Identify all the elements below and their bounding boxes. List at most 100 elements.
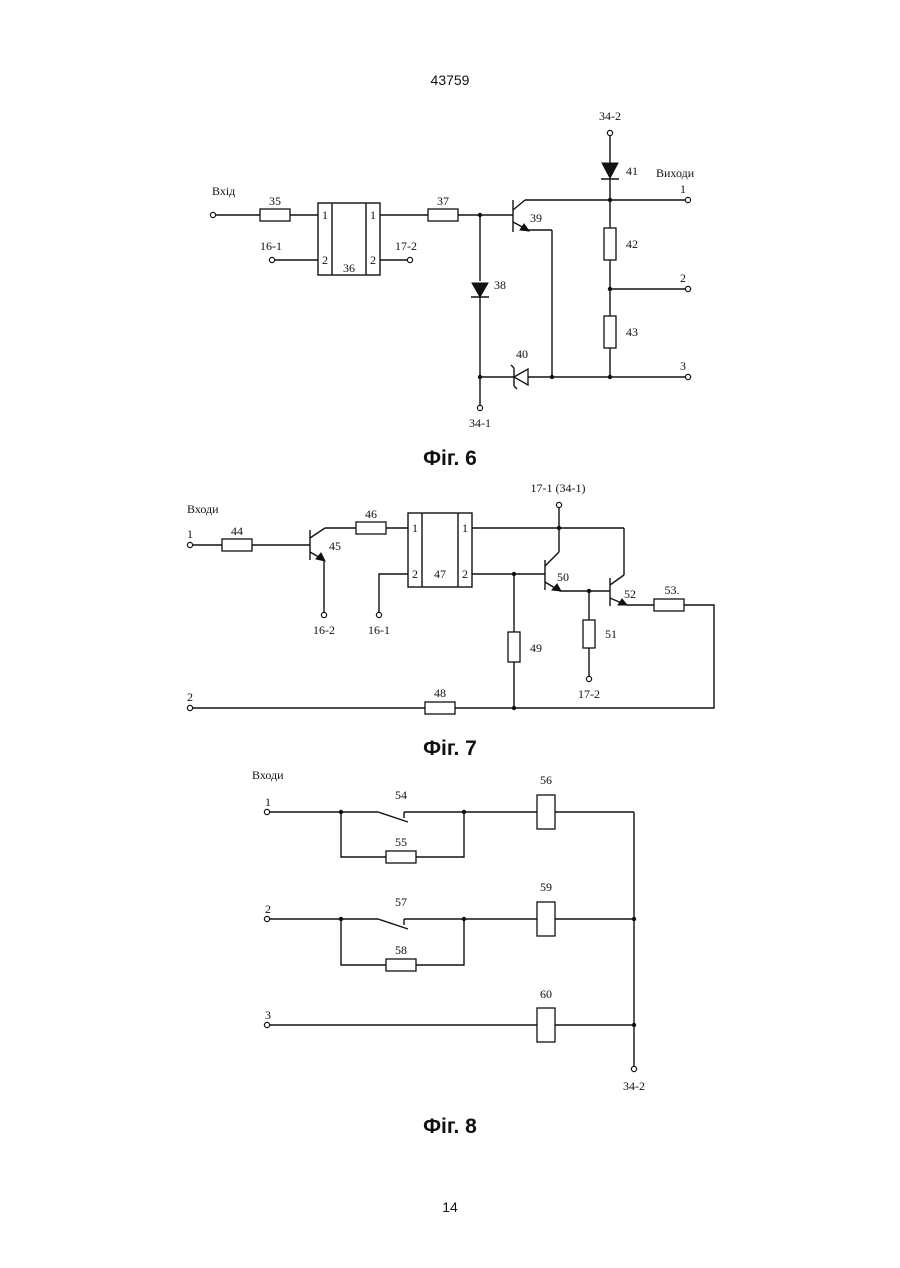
resistor-48 — [425, 702, 455, 714]
label-34-2: 34-2 — [599, 109, 621, 123]
fig6-output-2-label: 2 — [680, 271, 686, 285]
fig8-input-1-label: 1 — [265, 795, 271, 809]
resistor-43 — [604, 316, 616, 348]
fig8-caption: Фіг. 8 — [423, 1115, 477, 1138]
fig7-terminal-16-2 — [321, 612, 326, 617]
label-16-1: 16-1 — [368, 623, 390, 637]
fig6-pin-in-1: 1 — [322, 208, 328, 222]
relay-56 — [537, 795, 555, 829]
resistor-44 — [222, 539, 252, 551]
fig7-terminal-17-2 — [586, 676, 591, 681]
label-17-2: 17-2 — [395, 239, 417, 253]
label-39: 39 — [530, 211, 542, 225]
label-53: 53. — [665, 583, 680, 597]
resistor-37 — [428, 209, 458, 221]
label-16-2: 16-2 — [313, 623, 335, 637]
label-34-1: 34-1 — [469, 416, 491, 430]
label-52: 52 — [624, 587, 636, 601]
diode-38 — [471, 283, 489, 297]
fig6-output-1-terminal — [685, 197, 690, 202]
fig6-output-3-terminal — [685, 374, 690, 379]
label-43: 43 — [626, 325, 638, 339]
fig7-pin-out-2: 2 — [462, 567, 468, 581]
resistor-58 — [386, 959, 416, 971]
fig7-terminal-17-1 — [556, 502, 561, 507]
fig6-outputs-label: Виходи — [656, 166, 695, 180]
figure-7: Входи 1 44 45 16-2 46 1 2 1 — [187, 481, 714, 760]
label-17-1-34-1: 17-1 (34-1) — [531, 481, 586, 495]
switch-54 — [378, 812, 408, 822]
fig7-input-2-terminal — [187, 705, 192, 710]
fig6-pin-out-2: 2 — [370, 253, 376, 267]
label-56: 56 — [540, 773, 552, 787]
fig8-input-2-terminal — [264, 916, 269, 921]
fig8-inputs-label: Входи — [252, 768, 284, 782]
fig7-input-2-label: 2 — [187, 690, 193, 704]
resistor-55 — [386, 851, 416, 863]
fig8-input-3-label: 3 — [265, 1008, 271, 1022]
resistor-42 — [604, 228, 616, 260]
fig8-input-3-terminal — [264, 1022, 269, 1027]
label-17-2: 17-2 — [578, 687, 600, 701]
fig7-input-1-terminal — [187, 542, 192, 547]
resistor-35 — [260, 209, 290, 221]
diode-41 — [601, 163, 619, 179]
label-36: 36 — [343, 261, 355, 275]
fig7-input-1-label: 1 — [187, 527, 193, 541]
page-number: 14 — [442, 1199, 458, 1215]
resistor-53 — [654, 599, 684, 611]
fig8-terminal-34-2 — [631, 1066, 636, 1071]
relay-60 — [537, 1008, 555, 1042]
label-47: 47 — [434, 567, 446, 581]
label-57: 57 — [395, 895, 407, 909]
label-16-1: 16-1 — [260, 239, 282, 253]
fig7-caption: Фіг. 7 — [423, 737, 477, 760]
document-number: 43759 — [431, 72, 470, 88]
label-50: 50 — [557, 570, 569, 584]
label-40: 40 — [516, 347, 528, 361]
label-35: 35 — [269, 194, 281, 208]
fig7-pin-in-1: 1 — [412, 521, 418, 535]
label-60: 60 — [540, 987, 552, 1001]
label-45: 45 — [329, 539, 341, 553]
figure-6: Вхід 35 1 2 1 2 36 16-1 17-2 37 — [210, 109, 694, 470]
label-41: 41 — [626, 164, 638, 178]
fig6-terminal-17-2 — [407, 257, 412, 262]
figure-8: Входи 1 54 55 56 2 57 58 — [252, 768, 645, 1138]
label-58: 58 — [395, 943, 407, 957]
fig7-inputs-label: Входи — [187, 502, 219, 516]
label-38: 38 — [494, 278, 506, 292]
fig6-output-1-label: 1 — [680, 182, 686, 196]
resistor-46 — [356, 522, 386, 534]
diode-40 — [511, 365, 528, 389]
fig6-output-2-terminal — [685, 286, 690, 291]
label-49: 49 — [530, 641, 542, 655]
label-55: 55 — [395, 835, 407, 849]
fig7-pin-in-2: 2 — [412, 567, 418, 581]
label-48: 48 — [434, 686, 446, 700]
label-34-2: 34-2 — [623, 1079, 645, 1093]
transistor-50 — [545, 552, 610, 591]
fig6-pin-out-1: 1 — [370, 208, 376, 222]
label-42: 42 — [626, 237, 638, 251]
fig6-output-3-label: 3 — [680, 359, 686, 373]
fig7-terminal-16-1 — [376, 612, 381, 617]
resistor-49 — [508, 632, 520, 662]
switch-57 — [378, 919, 408, 929]
fig6-pin-in-2: 2 — [322, 253, 328, 267]
fig6-input-label: Вхід — [212, 184, 235, 198]
label-54: 54 — [395, 788, 407, 802]
fig7-pin-out-1: 1 — [462, 521, 468, 535]
fig6-input-terminal — [210, 212, 215, 217]
resistor-51 — [583, 620, 595, 648]
fig6-terminal-34-1 — [477, 405, 482, 410]
label-44: 44 — [231, 524, 243, 538]
label-51: 51 — [605, 627, 617, 641]
label-59: 59 — [540, 880, 552, 894]
fig6-terminal-16-1 — [269, 257, 274, 262]
fig6-terminal-34-2 — [607, 130, 612, 135]
fig6-caption: Фіг. 6 — [423, 447, 477, 470]
fig8-input-1-terminal — [264, 809, 269, 814]
fig8-input-2-label: 2 — [265, 902, 271, 916]
